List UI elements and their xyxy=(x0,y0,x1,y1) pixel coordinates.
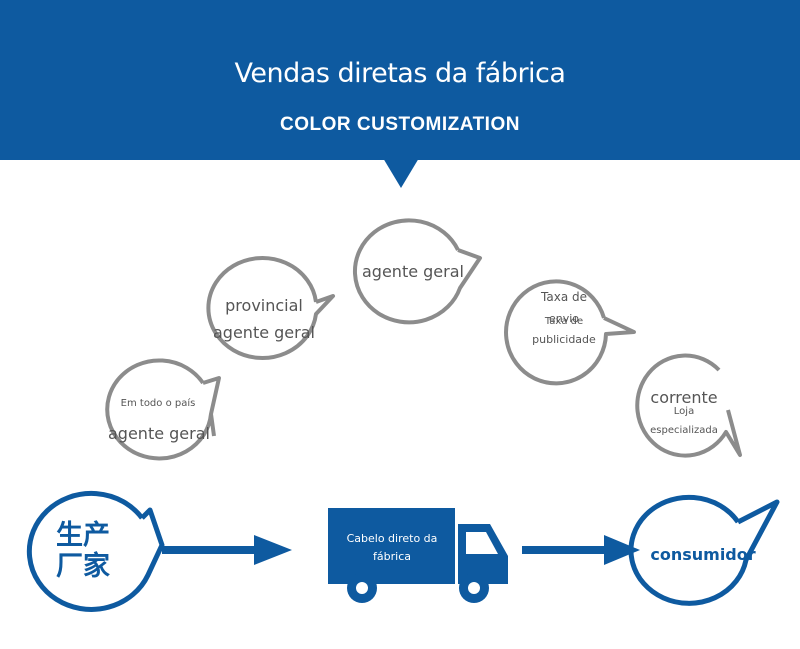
bubble-store-line3: especializada xyxy=(650,425,718,436)
bubble-fee-line3: Taxa de xyxy=(544,316,584,327)
consumer-label: consumidor xyxy=(650,545,756,564)
header-banner xyxy=(0,0,800,160)
bubble-fee xyxy=(504,279,636,386)
page-subtitle: COLOR CUSTOMIZATION xyxy=(280,114,520,135)
factory-label: 生产厂家 xyxy=(56,520,110,583)
bubble-general-line1: agente geral xyxy=(362,262,464,281)
truck-label: Cabelo direto da fábrica xyxy=(346,532,438,563)
bubble-store-line1: corrente xyxy=(650,388,718,407)
bubble-provincial-line1: provincial xyxy=(225,296,303,315)
right-arrow-icon xyxy=(522,535,640,565)
bubble-store xyxy=(635,353,742,458)
consumer-bubble xyxy=(628,494,780,606)
page-title: Vendas diretas da fábrica xyxy=(234,58,566,89)
bubble-provincial xyxy=(206,256,335,360)
right-arrow-icon xyxy=(162,535,292,565)
bubble-provincial-line2: agente geral xyxy=(213,323,315,342)
header-pointer xyxy=(383,158,419,188)
factory-bubble xyxy=(26,490,165,612)
bubble-fee-line1: Taxa de xyxy=(541,290,587,304)
bubble-fee-line2: envio xyxy=(548,312,580,325)
bubble-store-line2: Loja xyxy=(673,406,695,417)
bubble-national-line1: Em todo o país xyxy=(120,398,196,409)
bubble-fee-line4: publicidade xyxy=(532,333,596,346)
delivery-truck-icon xyxy=(328,508,508,603)
bubble-national xyxy=(105,358,221,461)
bubble-general xyxy=(352,218,482,325)
bubble-national-line2: agente geral xyxy=(108,424,210,443)
